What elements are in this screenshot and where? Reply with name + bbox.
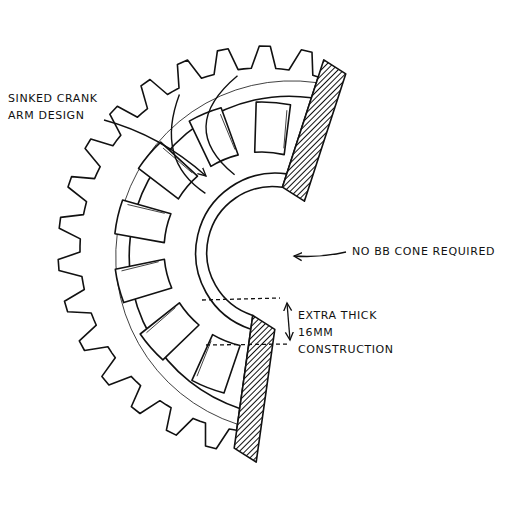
dimension-line [206, 344, 290, 345]
lightening-window [140, 303, 199, 360]
window-shade [284, 110, 287, 148]
leader-line [104, 120, 206, 176]
ring-edge [116, 81, 317, 424]
lightening-window [115, 259, 171, 302]
dimension-line [202, 298, 280, 300]
chainring-teeth [58, 46, 318, 449]
crank-channel [206, 76, 237, 175]
lightening-window [189, 108, 238, 167]
ring-band [129, 96, 311, 408]
window-shade [220, 114, 235, 149]
lightening-window [255, 102, 291, 155]
lightening-window [192, 335, 240, 393]
leader-line [294, 252, 346, 257]
chainring-body [58, 46, 346, 462]
window-shade [147, 308, 176, 333]
lightening-window [139, 142, 198, 199]
cut-face [282, 60, 345, 201]
hub-ring [196, 173, 287, 329]
callout-label: SINKED CRANK ARM DESIGN [8, 90, 120, 124]
crank-channel [171, 95, 205, 194]
window-shade [128, 205, 165, 214]
lightening-window [115, 200, 171, 243]
cut-face [234, 315, 275, 462]
window-shade [122, 262, 159, 271]
window-shade [197, 341, 211, 377]
callout-label: NO BB CONE REQUIRED [352, 243, 495, 260]
callout-label: EXTRA THICK 16MM CONSTRUCTION [298, 307, 414, 358]
dimension-arrow [287, 303, 290, 340]
